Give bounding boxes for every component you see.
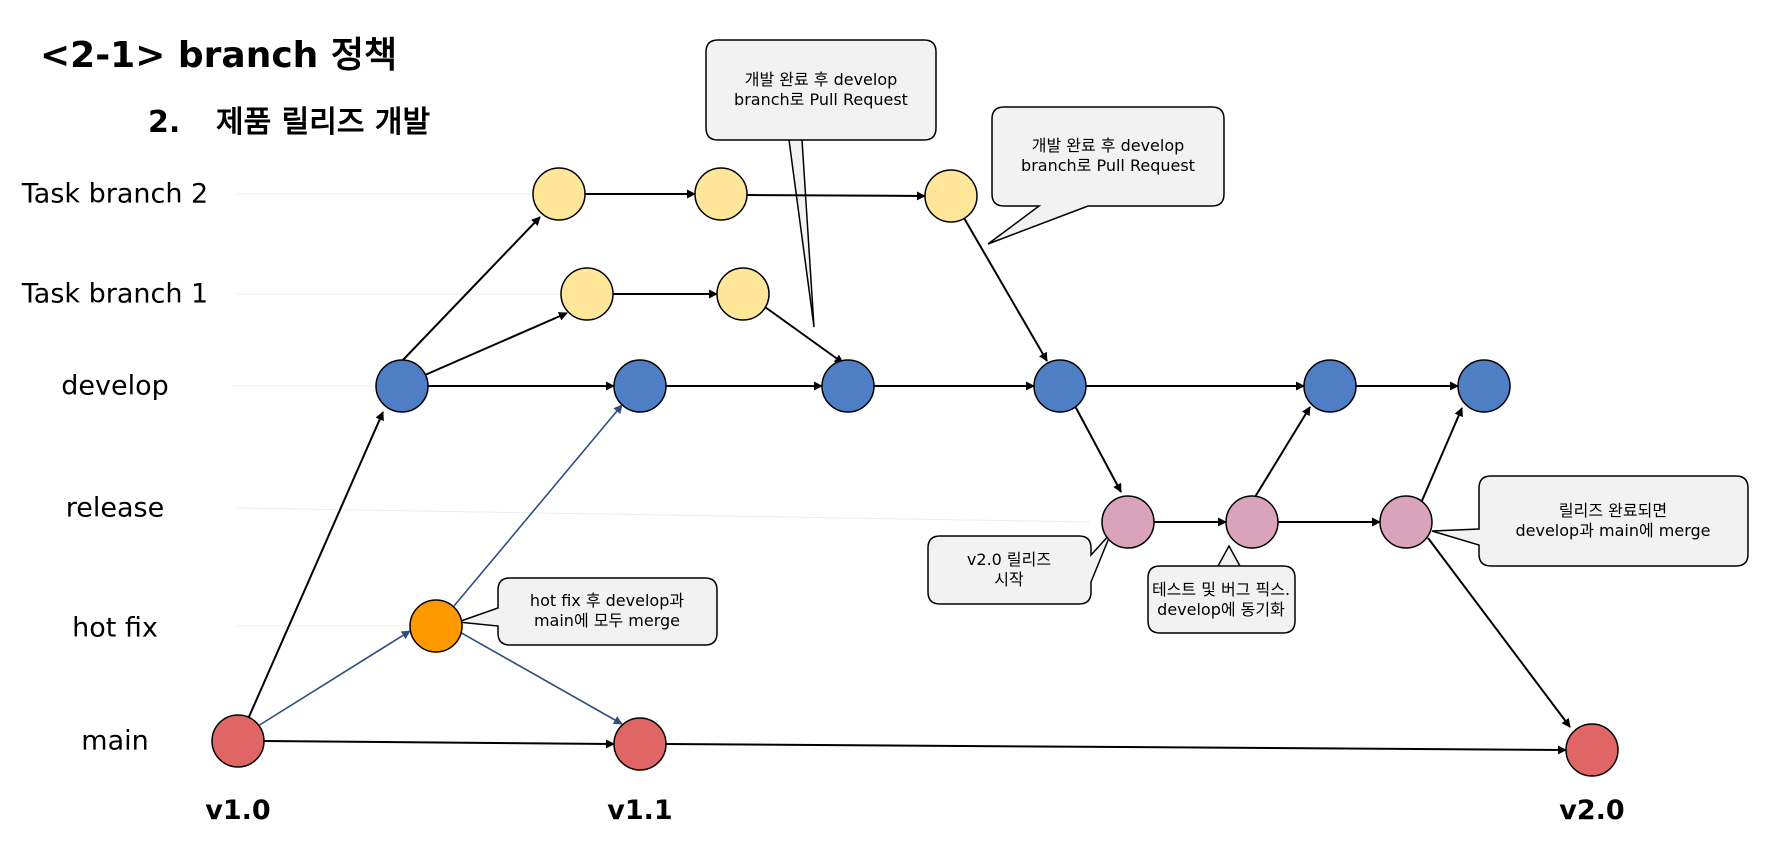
task1-commit-2	[716, 267, 770, 321]
task2-commit-1	[532, 167, 586, 221]
callout-release-test-line1: 테스트 및 버그 픽스.	[1151, 580, 1291, 599]
callout-pr2-text: 개발 완료 후 develop branch로 Pull Request	[1021, 136, 1195, 176]
develop-commit-6	[1457, 359, 1511, 413]
release-commit-3	[1379, 495, 1433, 549]
main-commit-v11	[613, 717, 667, 771]
lane-label-hotfix: hot fix	[72, 612, 158, 644]
develop-commit-1	[375, 359, 429, 413]
lane-label-main: main	[81, 725, 149, 757]
lane-label-task1: Task branch 1	[21, 278, 209, 310]
arrow-release-to-develop5	[1254, 406, 1311, 498]
callout-pr1-balloon	[705, 39, 937, 328]
page-subtitle: 2. 제품 릴리즈 개발	[148, 97, 430, 141]
arrow-main-to-hotfix	[257, 630, 411, 727]
callout-pr2-balloon	[987, 106, 1225, 245]
arrow-hotfix-to-develop	[453, 404, 623, 607]
develop-commit-4	[1033, 359, 1087, 413]
arrow-main-v10-to-v11	[263, 739, 615, 749]
subtitle-number: 2.	[148, 105, 181, 140]
callout-release-start-text: v2.0 릴리즈 시작	[967, 550, 1051, 590]
lane-label-release: release	[65, 492, 165, 524]
arrow-release-to-develop6	[1420, 407, 1463, 504]
callout-release-done-balloon	[1431, 475, 1749, 567]
lane-label-task2: Task branch 2	[21, 178, 209, 210]
page-title: <2-1> branch 정책	[40, 35, 398, 76]
arrow-release-to-main	[1427, 537, 1571, 728]
main-commit-v20	[1565, 723, 1619, 777]
task2-commit-2	[694, 167, 748, 221]
develop-commit-2	[613, 359, 667, 413]
callout-release-test-balloon	[1147, 544, 1296, 634]
arrow-develop4-to-release	[1074, 405, 1122, 493]
callout-release-done-text: 릴리즈 완료되면 develop과 main에 merge	[1515, 501, 1710, 541]
arrow-task1-to-develop3	[764, 306, 844, 364]
callout-release-done-line2: develop과 main에 merge	[1515, 521, 1711, 540]
develop-commit-5	[1303, 359, 1357, 413]
callout-release-test-line2: develop에 동기화	[1157, 600, 1285, 619]
callout-release-start-balloon	[927, 532, 1112, 605]
arrow-main-to-develop	[247, 411, 384, 720]
develop-commit-3	[821, 359, 875, 413]
callout-hotfix-text: hot fix 후 develop과 main에 모두 merge	[530, 591, 684, 631]
version-label-v10: v1.0	[205, 795, 271, 826]
lane-label-develop: develop	[61, 370, 169, 402]
task1-commit-1	[560, 267, 614, 321]
arrow-hotfix-to-main	[457, 630, 623, 725]
lane-guides	[232, 193, 1091, 627]
main-commit-v10	[211, 714, 265, 768]
callout-hotfix-line2: main에 모두 merge	[533, 611, 681, 630]
arrow-main-v11-to-v20	[665, 743, 1567, 755]
callout-release-test-text: 테스트 및 버그 픽스. develop에 동기화	[1152, 580, 1290, 620]
arrow-develop-to-task1	[424, 312, 568, 376]
callout-release-done-line1: 릴리즈 완료되면	[1558, 501, 1668, 520]
callout-pr2-line2: branch로 Pull Request	[1021, 156, 1195, 175]
version-label-v20: v2.0	[1559, 795, 1625, 826]
callout-pr1-text: 개발 완료 후 develop branch로 Pull Request	[734, 70, 908, 110]
callout-release-start-line2: 시작	[994, 570, 1024, 589]
arrow-task2-to-develop4	[963, 217, 1048, 362]
callout-pr1-line2: branch로 Pull Request	[734, 90, 908, 109]
callout-pr1-line1: 개발 완료 후 develop	[744, 70, 898, 89]
subtitle-text: 제품 릴리즈 개발	[216, 105, 431, 140]
task2-commit-3	[924, 169, 978, 223]
callout-pr2-line1: 개발 완료 후 develop	[1031, 136, 1185, 155]
release-commit-1	[1101, 495, 1155, 549]
hotfix-commit	[409, 599, 463, 653]
arrow-task2-b-to-c	[746, 191, 926, 201]
callout-release-start-line1: v2.0 릴리즈	[966, 550, 1052, 569]
callout-hotfix-line1: hot fix 후 develop과	[529, 591, 685, 610]
arrow-develop-to-task2	[401, 216, 541, 362]
release-commit-2	[1225, 495, 1279, 549]
callout-hotfix-balloon	[457, 577, 718, 646]
version-label-v11: v1.1	[607, 795, 673, 826]
